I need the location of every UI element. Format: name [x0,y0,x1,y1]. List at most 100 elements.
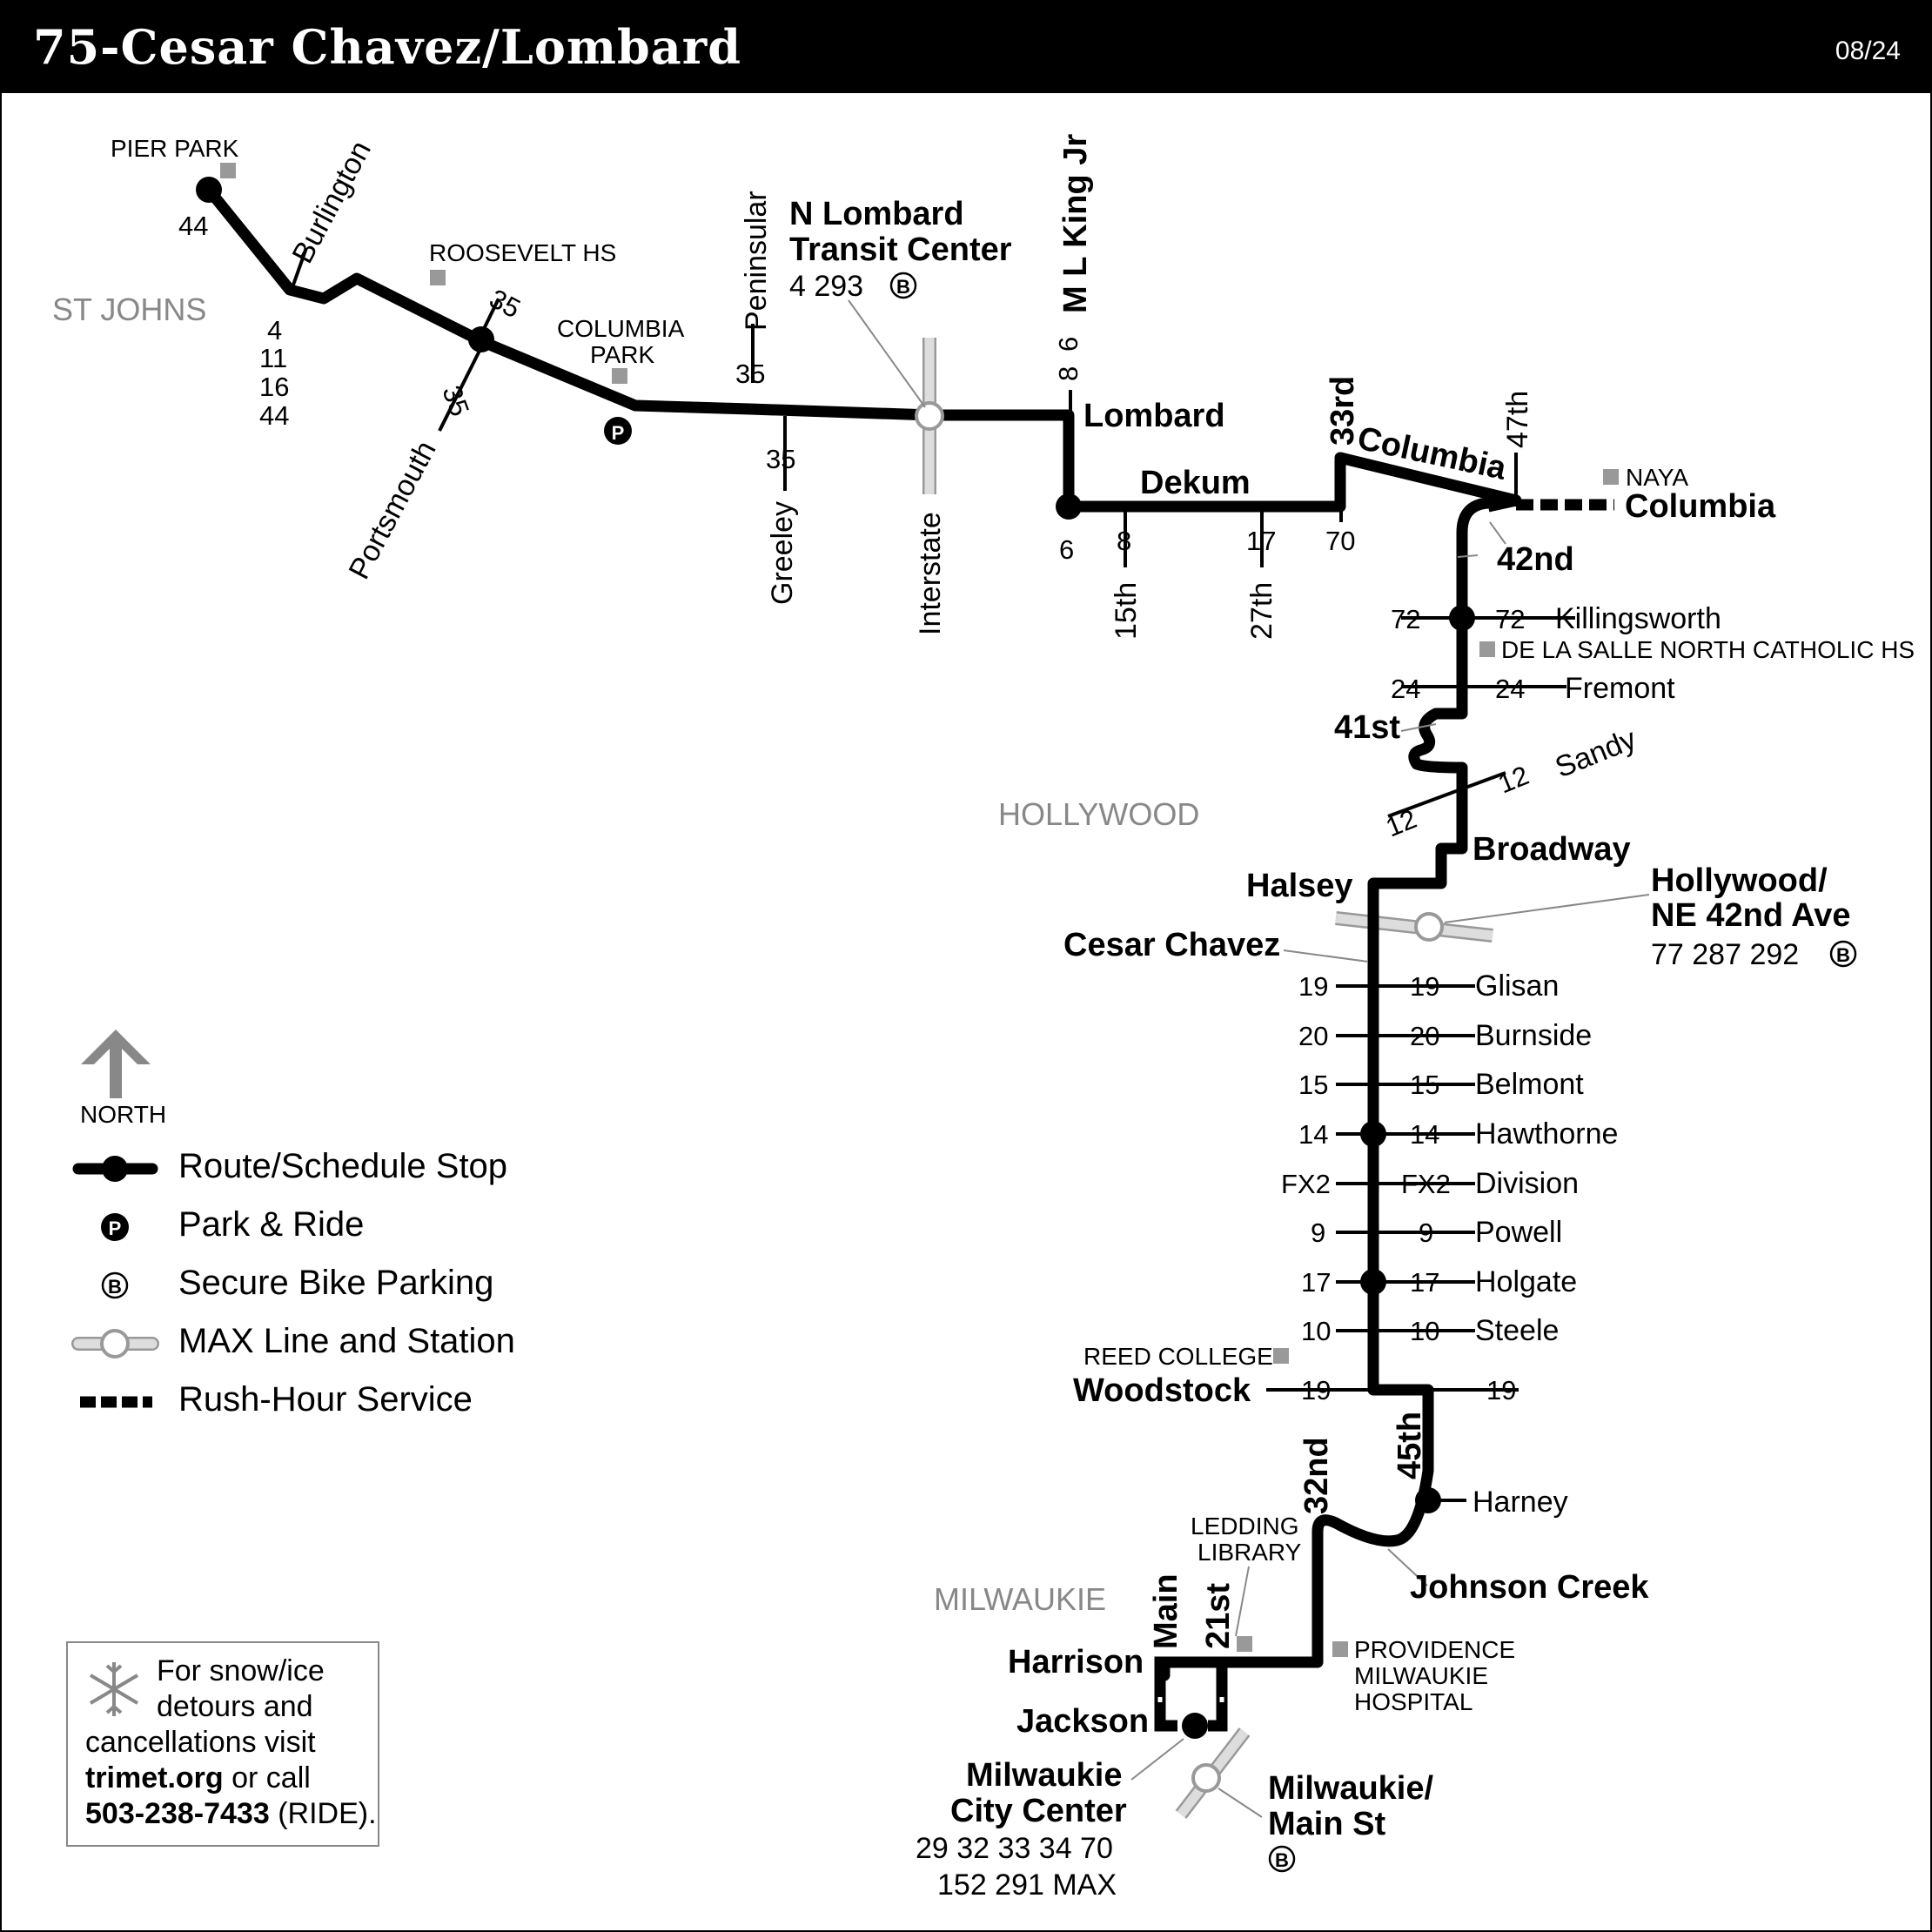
stop-milwaukie-city-center[interactable] [1182,1713,1208,1739]
tc-n-lombard-routes: 4 293 [789,270,863,303]
info-or-call: or call [223,1761,311,1794]
street-15th: 15th [1110,582,1143,640]
street-33rd: 33rd [1325,376,1361,446]
landmark-markers [220,163,1619,1657]
svg-text:20: 20 [1410,1021,1439,1051]
street-41st: 41st [1334,709,1400,746]
svg-text:B: B [1836,944,1850,966]
svg-text:24: 24 [1495,674,1525,704]
north-arrow-icon [81,1030,151,1098]
tc-hollywood-2: NE 42nd Ave [1651,897,1850,934]
tc-milwaukie-main-1: Milwaukie/ [1268,1770,1433,1807]
stop-mlk-dekum[interactable] [1056,493,1082,520]
street-peninsular: Peninsular [740,191,773,331]
info-line2: detours and [157,1690,313,1723]
street-42nd: 42nd [1497,541,1574,578]
legend-park-ride-icon: P [101,1213,129,1241]
legend-bike-parking: Secure Bike Parking [178,1264,494,1302]
svg-text:P: P [109,1218,122,1239]
landmark-de-la-salle: DE LA SALLE NORTH CATHOLIC HS [1501,636,1915,663]
street-steele: Steele [1475,1314,1559,1347]
info-line3: cancellations visit [85,1726,316,1759]
tc-milwaukie-cc-routes-1: 29 32 33 34 70 [916,1832,1113,1865]
street-27th: 27th [1245,582,1278,640]
svg-text:19: 19 [1298,971,1328,1002]
route-75-line [204,185,1522,1681]
svg-text:FX2: FX2 [1281,1169,1331,1199]
street-burnside: Burnside [1475,1019,1592,1052]
snow-info-box: For snow/ice detours and cancellations v… [66,1641,379,1847]
svg-text:10: 10 [1301,1316,1331,1346]
street-harrison: Harrison [1008,1644,1144,1680]
svg-text:17: 17 [1301,1267,1331,1298]
landmark-reed-college: REED COLLEGE [1083,1343,1273,1370]
svg-text:15: 15 [1410,1070,1439,1100]
svg-text:9: 9 [1419,1218,1433,1248]
max-stations [915,401,1444,1793]
area-milwaukie: MILWAUKIE [934,1581,1106,1617]
area-st-johns: ST JOHNS [52,292,206,327]
info-ride: (RIDE). [269,1797,377,1830]
stop-harney[interactable] [1415,1487,1441,1513]
svg-text:12: 12 [1494,760,1533,799]
max-station-hollywood[interactable] [1414,912,1444,942]
street-harney: Harney [1472,1486,1568,1519]
svg-text:19: 19 [1410,971,1439,1002]
svg-text:19: 19 [1486,1375,1516,1405]
tc-milwaukie-cc-routes-2: 152 291 MAX [937,1868,1117,1902]
map-date: 08/24 [1835,37,1901,65]
stop-holgate[interactable] [1360,1269,1386,1295]
tc-n-lombard-2: Transit Center [789,231,1012,268]
bike-icon-n-lombard: B [889,272,917,299]
svg-text:B: B [1275,1849,1289,1871]
stop-portsmouth[interactable] [468,326,494,352]
landmark-columbia-park-2: PARK [590,341,654,368]
svg-text:6: 6 [1053,337,1083,352]
street-hawthorne: Hawthorne [1475,1117,1618,1150]
svg-text:14: 14 [1298,1119,1328,1150]
svg-text:35: 35 [735,359,765,389]
legend-rush-hour: Rush-Hour Service [178,1380,473,1419]
svg-text:19: 19 [1301,1375,1331,1405]
svg-text:35: 35 [766,444,795,474]
svg-text:24: 24 [1391,674,1420,704]
street-halsey: Halsey [1246,868,1353,904]
street-killingsworth: Killingsworth [1555,602,1721,635]
stop-killingsworth[interactable] [1449,605,1475,631]
landmark-providence-3: HOSPITAL [1354,1688,1472,1715]
svg-text:44: 44 [259,400,289,431]
legend-park-ride: Park & Ride [178,1205,365,1244]
svg-text:17: 17 [1410,1267,1439,1298]
svg-text:15: 15 [1298,1070,1328,1100]
bike-icon-milwaukie-main: B [1268,1845,1296,1873]
info-phone[interactable]: 503-238-7433 [85,1797,270,1830]
svg-text:FX2: FX2 [1401,1169,1451,1199]
svg-text:35: 35 [436,381,475,419]
svg-text:16: 16 [259,372,289,402]
svg-text:72: 72 [1391,604,1420,634]
svg-text:4: 4 [267,315,282,345]
max-station-interstate[interactable] [915,401,944,431]
street-lombard: Lombard [1083,398,1225,434]
legend-max-line: MAX Line and Station [178,1322,515,1360]
max-station-milwaukie-main[interactable] [1191,1763,1221,1793]
svg-text:11: 11 [259,343,287,373]
park-ride-icon: P [604,417,632,445]
street-greeley: Greeley [766,501,799,605]
street-mlk: M L King Jr [1057,134,1094,313]
snowflake-icon [89,1662,139,1716]
header-bar: 75-Cesar Chavez/Lombard 08/24 [0,0,1932,93]
tc-hollywood-1: Hollywood/ [1651,862,1828,899]
stop-pier-park[interactable] [196,177,222,203]
svg-text:8: 8 [1117,526,1131,556]
schedule-stops [196,177,1475,1739]
info-url-link[interactable]: trimet.org [85,1761,224,1794]
svg-text:8: 8 [1053,366,1083,381]
svg-text:12: 12 [1382,803,1421,842]
street-32nd: 32nd [1298,1437,1335,1514]
stop-hawthorne[interactable] [1360,1121,1386,1147]
street-johnson-creek: Johnson Creek [1410,1569,1649,1606]
tc-milwaukie-cc-1: Milwaukie [966,1757,1123,1794]
svg-text:P: P [612,422,625,444]
